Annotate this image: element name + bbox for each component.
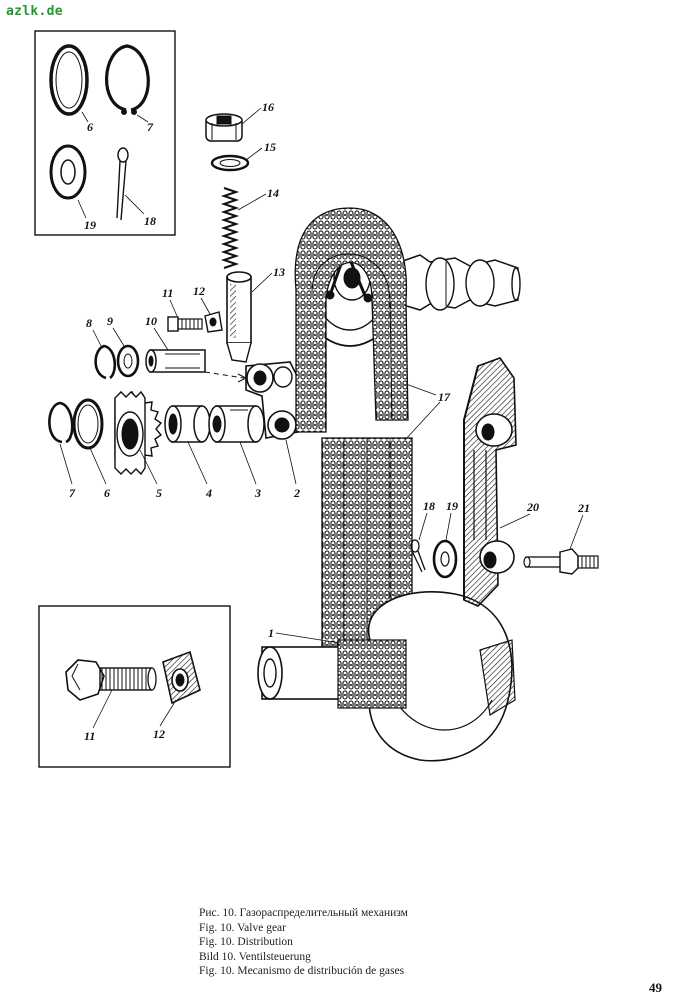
- watermark: azlk.de: [6, 4, 63, 19]
- caption-de: Bild 10. Ventilsteuerung: [199, 950, 311, 963]
- callout-17: 17: [438, 390, 451, 404]
- caption-en: Fig. 10. Valve gear: [199, 921, 286, 934]
- callout-10: 10: [145, 314, 157, 328]
- callout-8: 8: [86, 316, 92, 330]
- part-19-washer: [432, 539, 458, 579]
- crankshaft: [257, 591, 516, 762]
- caption-ru: Рис. 10. Газораспределительный механизм: [199, 907, 408, 919]
- callout-15: 15: [264, 140, 276, 154]
- callout-14: 14: [267, 186, 279, 200]
- callout-7: 7: [69, 486, 76, 500]
- part-7-circlip-inset: [105, 44, 150, 115]
- part-18-cotter-pin: [410, 539, 426, 573]
- callout-3: 3: [254, 486, 261, 500]
- page-number: 49: [649, 980, 662, 995]
- part-19-washer-inset: [49, 144, 87, 200]
- part-3-roller: [208, 405, 265, 443]
- callout-11-inset: 11: [84, 729, 95, 743]
- part-13-plunger: [226, 271, 252, 363]
- callout-11: 11: [162, 286, 173, 300]
- callout-18-inset: 18: [144, 214, 156, 228]
- part-2-tensioner-lever: [245, 361, 301, 440]
- part-7-circlip: [48, 401, 74, 444]
- part-5-sprocket: [114, 390, 163, 476]
- callout-5: 5: [156, 486, 162, 500]
- part-4-bushing: [164, 405, 211, 443]
- callout-21: 21: [577, 501, 590, 515]
- caption-fr: Fig. 10. Distribution: [199, 936, 293, 949]
- callout-6-inset: 6: [87, 120, 93, 134]
- part-17-timing-chain: [294, 207, 413, 659]
- callout-13: 13: [273, 265, 285, 279]
- caption-es: Fig. 10. Mecanismo de distribución de ga…: [199, 965, 405, 978]
- callout-2: 2: [293, 486, 300, 500]
- part-8-circlip: [94, 344, 117, 380]
- part-9-washer: [116, 344, 140, 378]
- part-12-nut: [204, 311, 223, 333]
- part-10-shaft: [145, 349, 206, 373]
- figure-caption: Рис. 10. Газораспределительный механизм …: [199, 906, 408, 979]
- callout-7-inset: 7: [147, 120, 154, 134]
- part-21-bolt: [523, 548, 599, 575]
- callout-9: 9: [107, 314, 113, 328]
- callout-6: 6: [104, 486, 110, 500]
- part-20-chain-guide: [463, 357, 517, 607]
- callout-18: 18: [423, 499, 435, 513]
- callout-16: 16: [262, 100, 274, 114]
- callout-1: 1: [268, 626, 274, 640]
- part-15-gasket: [210, 154, 250, 172]
- callout-12-inset: 12: [153, 727, 165, 741]
- callout-20: 20: [526, 500, 539, 514]
- part-11-bolt-inset: [65, 659, 157, 701]
- part-18-cotter-pin-inset: [116, 147, 129, 221]
- part-12-nut-inset: [162, 650, 201, 705]
- part-16-plug: [205, 113, 243, 142]
- callout-19: 19: [446, 499, 458, 513]
- part-14-spring: [220, 187, 240, 269]
- part-6-ring-inset: [49, 44, 89, 116]
- callout-12: 12: [193, 284, 205, 298]
- part-11-bolt: [167, 316, 203, 332]
- callout-4: 4: [205, 486, 212, 500]
- part-6-ring: [72, 398, 104, 450]
- camshaft: [399, 254, 521, 311]
- callout-19-inset: 19: [84, 218, 96, 232]
- inset-box-bottom: [38, 605, 231, 768]
- inset-box-top: [34, 30, 176, 236]
